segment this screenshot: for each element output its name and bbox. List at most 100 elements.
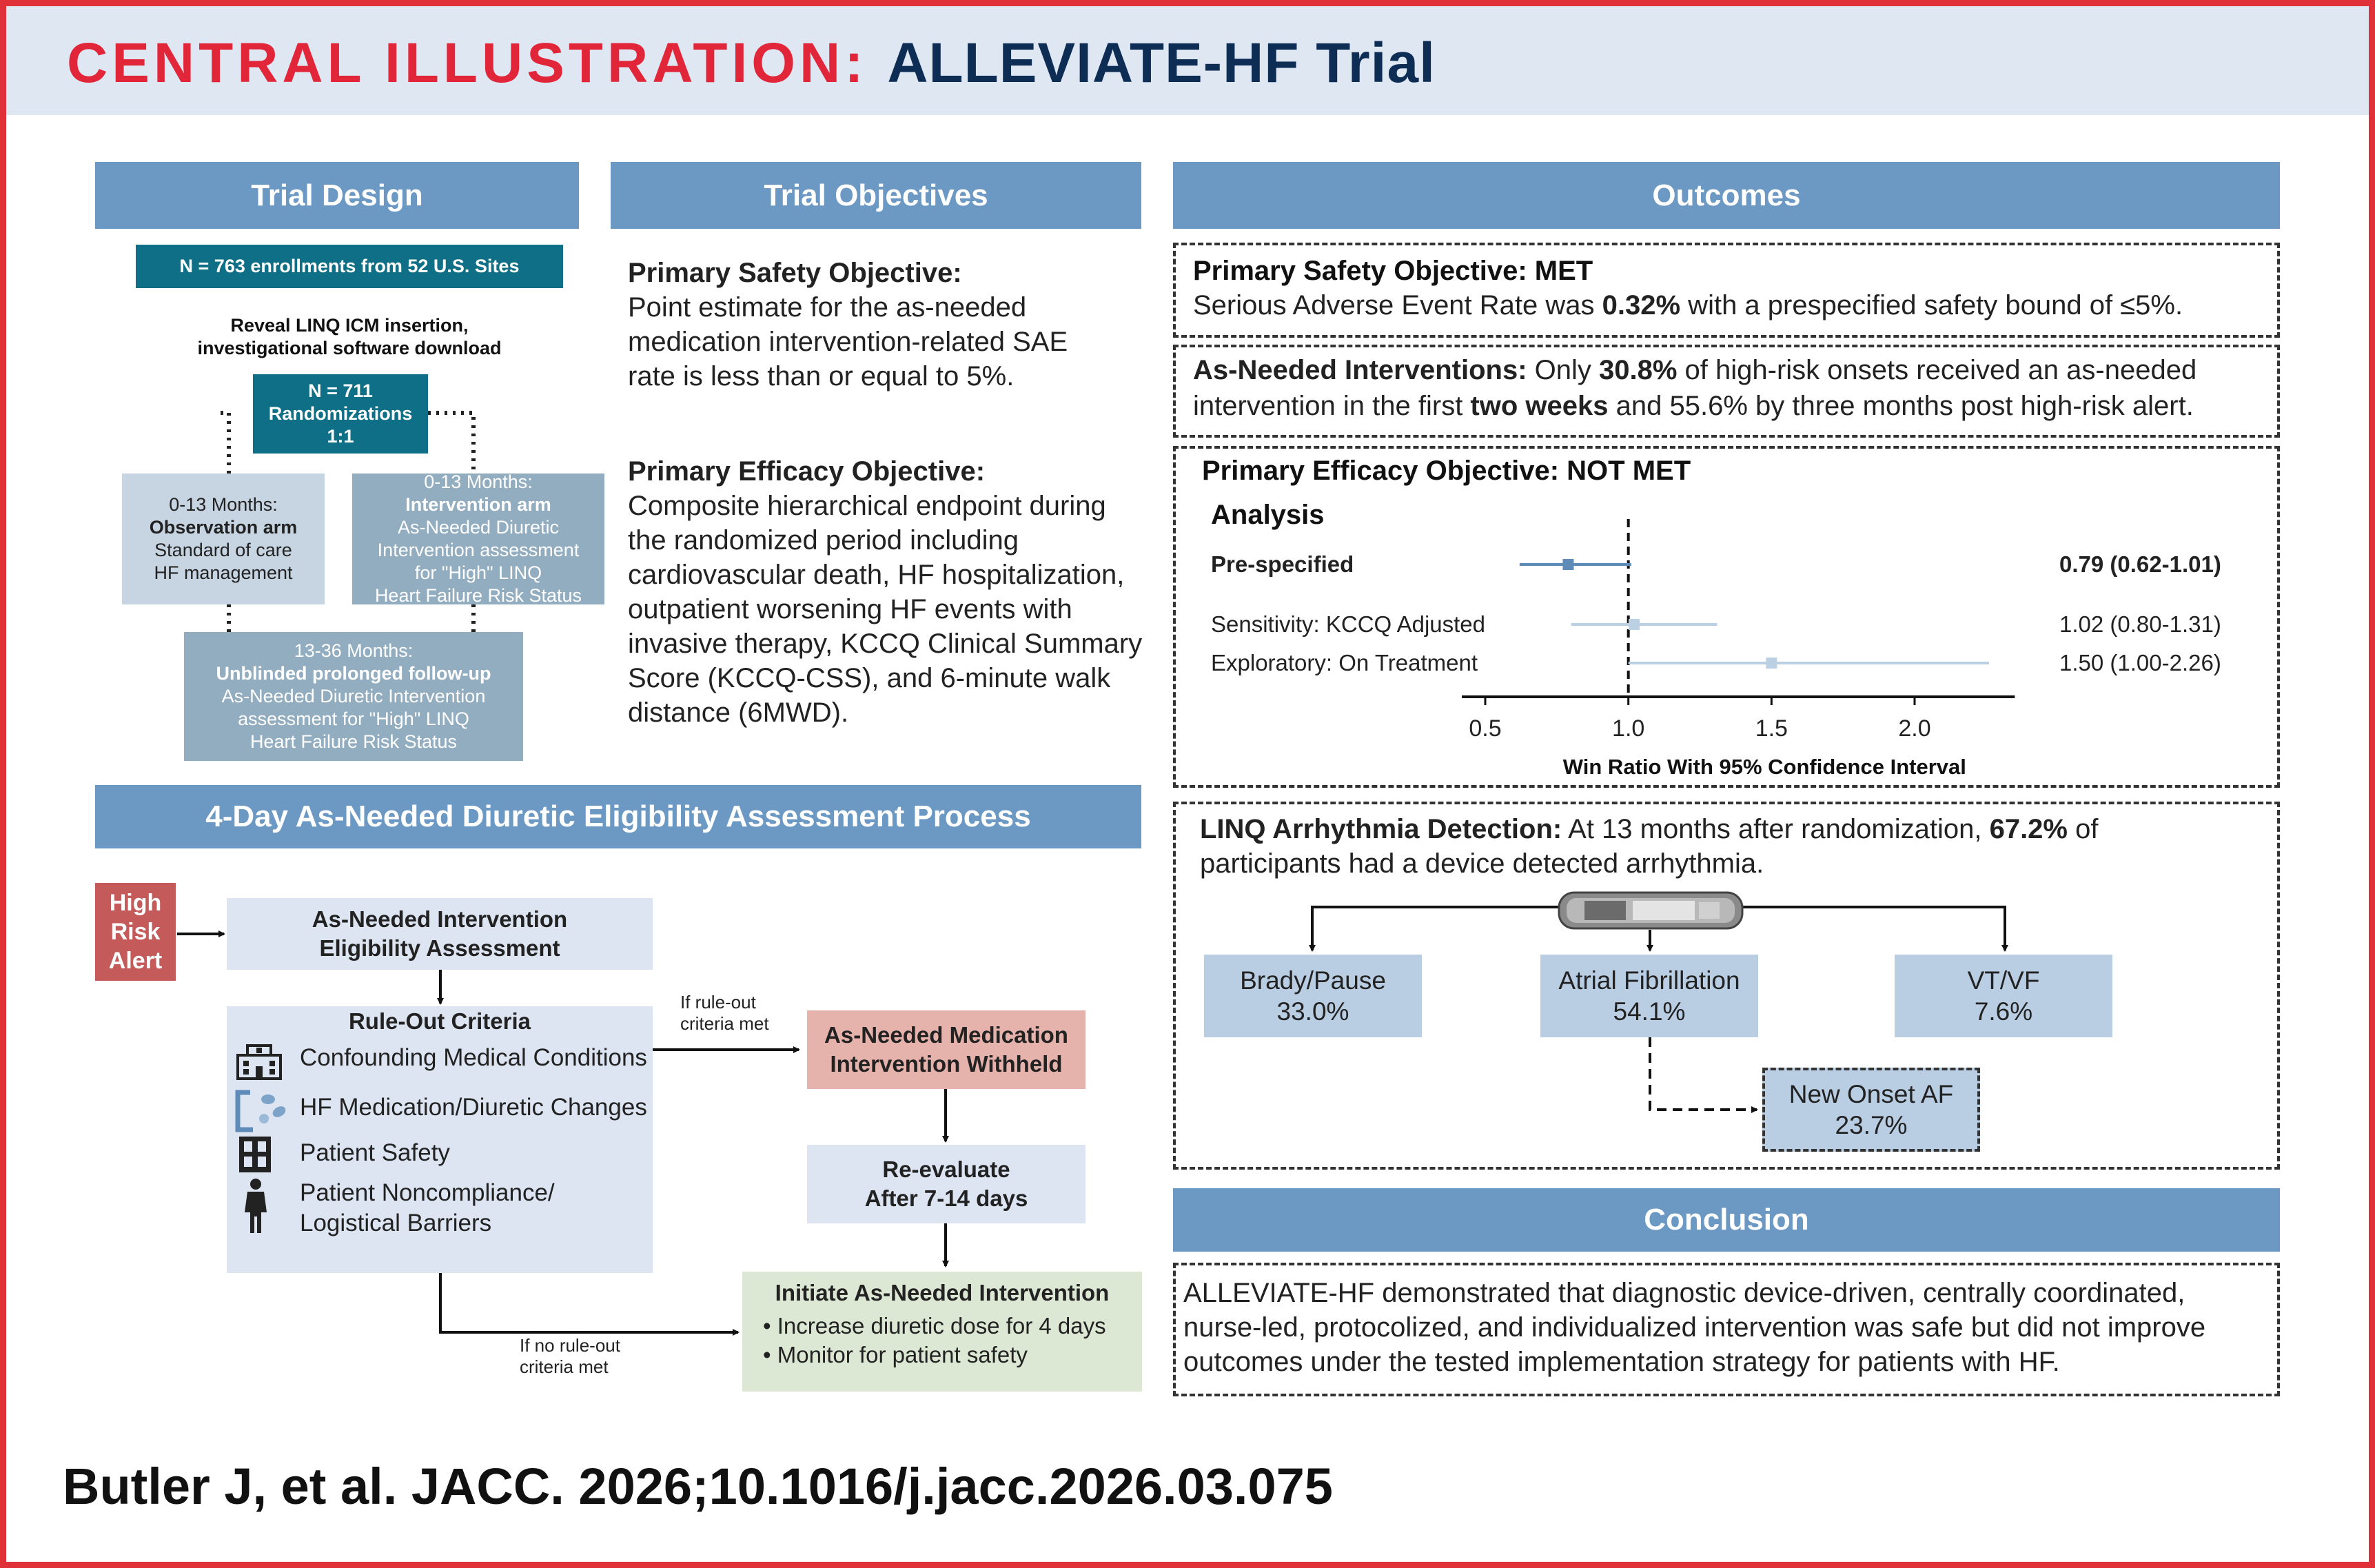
observation-arm-box: 0-13 Months: Observation arm Standard of… <box>122 474 325 604</box>
hospital-icon <box>236 1044 282 1080</box>
title-label: CENTRAL ILLUSTRATION: <box>67 32 868 94</box>
x-tick-label: 1.5 <box>1755 715 1788 742</box>
forest-row-value: 0.79 (0.62-1.01) <box>2059 551 2221 577</box>
arrhythmia-text-part: of <box>2068 814 2099 844</box>
design-dotted-left <box>221 411 231 474</box>
efficacy-objective: Primary Efficacy Objective: Composite hi… <box>628 454 1172 730</box>
conclusion-line: nurse-led, protocolized, and individuali… <box>1183 1312 2206 1343</box>
arrhythmia-line1: LINQ Arrhythmia Detection: At 13 months … <box>1200 814 2098 845</box>
arrow-device-to-vt <box>1743 906 2008 952</box>
initiate-bullet: • Increase diuretic dose for 4 days <box>763 1313 1106 1338</box>
title-bar <box>6 6 2369 115</box>
observation-period: 0-13 Months: <box>169 494 278 515</box>
connector-layer <box>177 411 2008 1336</box>
eligibility-text: Eligibility Assessment <box>319 935 560 961</box>
asneeded-line2: intervention in the first two weeks and … <box>1193 391 2194 422</box>
safety-outcome-text-part: with a prespecified safety bound of ≤5%. <box>1680 290 2183 320</box>
conclusion-line: outcomes under the tested implementation… <box>1183 1347 2060 1377</box>
af-value: 54.1% <box>1613 997 1686 1026</box>
intervention-arm-text: for "High" LINQ <box>414 562 542 583</box>
efficacy-objective-text: distance (6MWD). <box>628 698 849 728</box>
asneeded-outcome-box <box>1173 345 2280 438</box>
eligibility-assessment-box: As-Needed Intervention Eligibility Asses… <box>227 898 653 970</box>
intervention-arm-box: 0-13 Months: Intervention arm As-Needed … <box>352 471 604 606</box>
if-no-label: If no rule-out criteria met <box>520 1335 620 1378</box>
safety-outcome-box <box>1173 243 2280 338</box>
vt-value: 7.6% <box>1974 997 2033 1026</box>
follow-up-title: Unblinded prolonged follow-up <box>216 663 491 684</box>
arrhythmia-outcome-box <box>1173 802 2280 1170</box>
x-axis-label: Win Ratio With 95% Confidence Interval <box>1563 755 1966 779</box>
observation-arm-title: Observation arm <box>149 517 298 538</box>
follow-up-text: assessment for "High" LINQ <box>238 709 469 729</box>
trial-design-header: Trial Design <box>95 162 579 229</box>
asneeded-bold: two weeks <box>1470 391 1609 421</box>
rule-out-title: Rule-Out Criteria <box>348 1008 531 1034</box>
trial-objectives-header: Trial Objectives <box>611 162 1141 229</box>
forest-point-estimate <box>1562 559 1574 570</box>
safety-objective-title: Primary Safety Objective: <box>628 258 962 288</box>
forest-point-estimate <box>1628 619 1640 630</box>
alert-text: Risk <box>110 919 161 945</box>
efficacy-objective-text: outpatient worsening HF events with <box>628 594 1072 624</box>
safety-outcome-text: Serious Adverse Event Rate was 0.32% wit… <box>1193 290 2183 321</box>
outcomes-header: Outcomes <box>1173 162 2280 229</box>
page-title: CENTRAL ILLUSTRATION: ALLEVIATE-HF Trial <box>67 31 1436 96</box>
arrhythmia-title: LINQ Arrhythmia Detection: <box>1200 814 1562 844</box>
safety-outcome-title: Primary Safety Objective: MET <box>1193 256 1593 286</box>
new-af-value: 23.7% <box>1835 1111 1908 1139</box>
forest-row-label: Pre-specified <box>1211 551 1354 577</box>
safety-objective-text: rate is less than or equal to 5%. <box>628 361 1015 391</box>
criterion-medication-changes: HF Medication/Diuretic Changes <box>300 1094 647 1121</box>
arrhythmia-value: 67.2% <box>1989 814 2068 844</box>
asneeded-value: 30.8% <box>1599 355 1678 385</box>
insertion-line: investigational software download <box>197 338 502 358</box>
arrow-ruleout-to-initiate <box>439 1273 740 1336</box>
citation: Butler J, et al. JACC. 2026;10.1016/j.ja… <box>63 1458 1333 1515</box>
if-met-label: If rule-out criteria met <box>680 992 769 1035</box>
efficacy-outcome-box <box>1173 446 2280 788</box>
conclusion-text: ALLEVIATE-HF demonstrated that diagnosti… <box>1183 1276 2205 1379</box>
initiate-title: Initiate As-Needed Intervention <box>775 1280 1110 1305</box>
intervention-arm-title: Intervention arm <box>405 494 551 515</box>
forest-point-estimate <box>1766 658 1777 669</box>
asneeded-text-part: intervention in the first <box>1193 391 1471 421</box>
high-risk-alert-box: High Risk Alert <box>95 883 176 981</box>
follow-up-period: 13-36 Months: <box>294 640 414 661</box>
enrollments-text: N = 763 enrollments from 52 U.S. Sites <box>179 256 520 276</box>
randomization-ratio: 1:1 <box>327 426 354 447</box>
if-no-text: If no rule-out <box>520 1335 620 1356</box>
safety-outcome-value: 0.32% <box>1602 290 1681 320</box>
criterion-noncompliance-line: Logistical Barriers <box>300 1210 492 1236</box>
title-trial-name: ALLEVIATE-HF Trial <box>887 32 1436 94</box>
forest-row-label: Sensitivity: KCCQ Adjusted <box>1211 611 1485 637</box>
forest-row-value: 1.50 (1.00-2.26) <box>2059 650 2221 675</box>
intervention-arm-text: Heart Failure Risk Status <box>374 585 582 606</box>
vt-label: VT/VF <box>1967 966 2040 995</box>
enrollments-box: N = 763 enrollments from 52 U.S. Sites <box>136 245 563 288</box>
rule-out-criteria-box <box>227 1006 653 1273</box>
efficacy-objective-text: Composite hierarchical endpoint during <box>628 491 1106 521</box>
analysis-label: Analysis <box>1211 500 1325 530</box>
alert-text: High <box>109 890 162 916</box>
process-header: 4-Day As-Needed Diuretic Eligibility Ass… <box>95 785 1141 848</box>
vt-vf-box: VT/VF 7.6% <box>1895 955 2112 1037</box>
conclusion-header: Conclusion <box>1173 1188 2280 1252</box>
randomization-count: N = 711 <box>308 380 373 401</box>
intervention-arm-text: Intervention assessment <box>377 540 580 560</box>
brady-label: Brady/Pause <box>1240 966 1386 995</box>
criterion-noncompliance: Patient Noncompliance/ Logistical Barrie… <box>300 1178 555 1239</box>
patient-safety-icon <box>239 1137 271 1172</box>
arrow-device-to-brady <box>1309 906 1560 952</box>
initiate-bullet: • Monitor for patient safety <box>763 1342 1028 1367</box>
brady-pause-box: Brady/Pause 33.0% <box>1204 955 1422 1037</box>
criterion-patient-safety: Patient Safety <box>300 1139 450 1166</box>
intervention-withheld-box: As-Needed Medication Intervention Withhe… <box>807 1010 1085 1089</box>
reevaluate-text: After 7-14 days <box>864 1185 1028 1211</box>
intervention-period: 0-13 Months: <box>424 471 533 492</box>
efficacy-objective-text: cardiovascular death, HF hospitalization… <box>628 560 1125 590</box>
asneeded-text-part: of high-risk onsets received an as-neede… <box>1677 355 2197 385</box>
withheld-text: As-Needed Medication <box>824 1022 1068 1048</box>
